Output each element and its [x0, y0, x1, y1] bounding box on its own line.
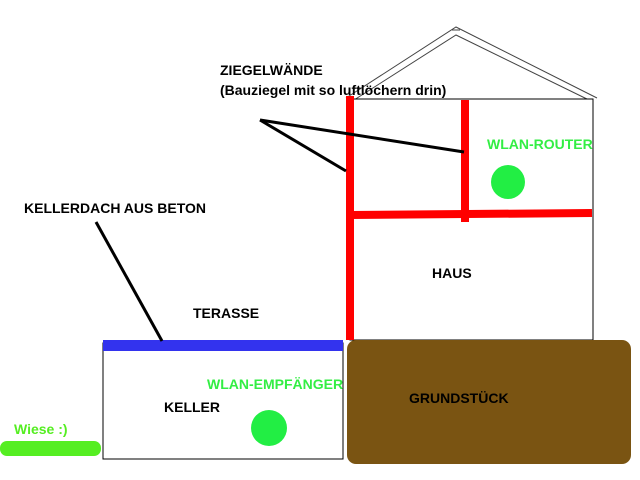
walls-title: ZIEGELWÄNDE [220, 62, 323, 78]
walls-subtitle: (Bauziegel mit so luftlöchern drin) [220, 82, 447, 98]
house-roof-outer [345, 26, 598, 99]
cellar-outline [102, 342, 344, 460]
meadow-label: Wiese :) [14, 421, 68, 437]
receiver-label: WLAN-EMPFÄNGER [207, 376, 344, 392]
meadow-strip [0, 441, 101, 456]
cellar-roof-label: KELLERDACH AUS BETON [24, 200, 207, 216]
plot-label: GRUNDSTÜCK [409, 390, 509, 406]
cellar-label: KELLER [164, 399, 220, 415]
concrete-cellar-roof [103, 340, 343, 351]
pointer-wall-middle [259, 118, 465, 154]
house-roof-inner [353, 34, 590, 101]
pointer-wall-left [259, 118, 347, 173]
terrace-label: TERASSE [193, 305, 260, 321]
plot-ground [347, 340, 631, 464]
receiver-device [251, 410, 287, 446]
router-device [491, 165, 525, 199]
pointer-cellar-roof [94, 221, 164, 342]
brick-wall-floor [349, 209, 593, 219]
router-label: WLAN-ROUTER [487, 136, 593, 152]
house-label: HAUS [432, 265, 472, 281]
